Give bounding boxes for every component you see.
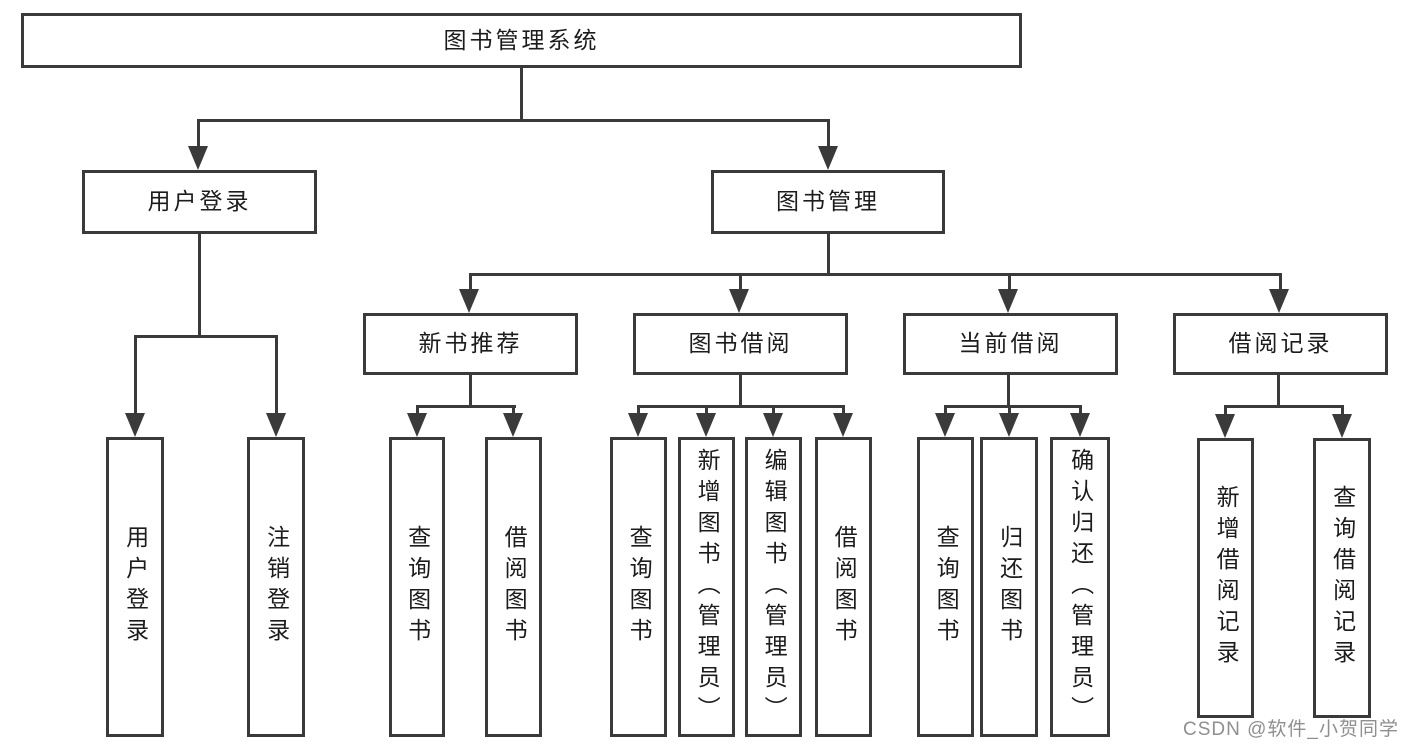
connector-to-current-borrowing bbox=[1008, 273, 1011, 291]
connector-book-mgmt-hline bbox=[469, 273, 1281, 276]
connector-to-new-book bbox=[469, 273, 472, 291]
node-query-borrow-record-leaf: 查询借阅记录 bbox=[1313, 438, 1371, 718]
node-return-books-leaf: 归还图书 bbox=[980, 437, 1038, 737]
node-query-books-newbook-leaf: 查询图书 bbox=[389, 437, 445, 737]
connector-leaf bbox=[944, 405, 947, 415]
arrow-down-icon bbox=[503, 413, 523, 437]
connector-leaf bbox=[512, 405, 515, 415]
connector-to-borrowing-records bbox=[1279, 273, 1282, 291]
connector-new-book-hline bbox=[416, 405, 516, 408]
node-new-book-recommendation: 新书推荐 bbox=[363, 313, 578, 375]
arrow-down-icon bbox=[407, 413, 427, 437]
connector-leaf bbox=[842, 405, 845, 415]
connector-new-book-stem bbox=[469, 375, 472, 405]
arrow-down-icon bbox=[696, 413, 716, 437]
connector-user-login-hline bbox=[134, 335, 278, 338]
arrow-down-icon bbox=[818, 146, 838, 170]
arrow-down-icon bbox=[1215, 414, 1235, 438]
connector-book-borrowing-stem bbox=[739, 375, 742, 405]
connector-leaf bbox=[705, 405, 708, 415]
arrow-down-icon bbox=[628, 413, 648, 437]
arrow-down-icon bbox=[763, 413, 783, 437]
connector-to-logout-leaf bbox=[275, 335, 278, 415]
arrow-down-icon bbox=[459, 289, 479, 313]
node-borrow-books-newbook-leaf: 借阅图书 bbox=[485, 437, 542, 737]
node-user-login: 用户登录 bbox=[82, 170, 317, 234]
node-query-books-current-leaf: 查询图书 bbox=[917, 437, 974, 737]
arrow-down-icon bbox=[1070, 413, 1090, 437]
arrow-down-icon bbox=[833, 413, 853, 437]
connector-leaf bbox=[1008, 405, 1011, 415]
arrow-down-icon bbox=[266, 413, 286, 437]
node-logout-login-leaf: 注销登录 bbox=[247, 437, 305, 737]
connector-leaf bbox=[1341, 405, 1344, 415]
node-user-login-leaf: 用户登录 bbox=[106, 437, 164, 737]
connector-to-login-leaf bbox=[134, 335, 137, 415]
csdn-watermark: CSDN @软件_小贺同学 bbox=[1183, 719, 1399, 740]
connector-root-stem bbox=[520, 68, 523, 120]
connector-records-stem bbox=[1277, 375, 1280, 405]
connector-to-book-management bbox=[827, 119, 830, 149]
arrow-down-icon bbox=[1332, 414, 1352, 438]
arrow-down-icon bbox=[729, 289, 749, 313]
node-borrowing-records: 借阅记录 bbox=[1173, 313, 1388, 375]
node-edit-books-admin-leaf: 编辑图书（管理员） bbox=[745, 437, 802, 737]
connector-book-borrowing-hline bbox=[637, 405, 845, 408]
arrow-down-icon bbox=[125, 413, 145, 437]
connector-user-login-stem bbox=[198, 234, 201, 335]
connector-current-borrowing-hline bbox=[944, 405, 1082, 408]
arrow-down-icon bbox=[999, 413, 1019, 437]
node-add-books-admin-leaf: 新增图书（管理员） bbox=[678, 437, 735, 737]
arrow-down-icon bbox=[935, 413, 955, 437]
node-query-books-borrow-leaf: 查询图书 bbox=[610, 437, 667, 737]
connector-leaf bbox=[1079, 405, 1082, 415]
connector-leaf bbox=[1224, 405, 1227, 415]
connector-level1-hline bbox=[197, 119, 830, 122]
node-borrow-books-leaf: 借阅图书 bbox=[815, 437, 872, 737]
connector-leaf bbox=[772, 405, 775, 415]
node-add-borrow-record-leaf: 新增借阅记录 bbox=[1197, 438, 1254, 718]
connector-leaf bbox=[637, 405, 640, 415]
connector-to-book-borrowing bbox=[739, 273, 742, 291]
arrow-down-icon bbox=[188, 146, 208, 170]
connector-leaf bbox=[416, 405, 419, 415]
node-book-management: 图书管理 bbox=[711, 170, 945, 234]
node-library-system: 图书管理系统 bbox=[21, 13, 1022, 68]
connector-book-mgmt-stem bbox=[827, 233, 830, 273]
connector-records-hline bbox=[1224, 405, 1344, 408]
node-book-borrowing: 图书借阅 bbox=[633, 313, 848, 375]
node-current-borrowing: 当前借阅 bbox=[903, 313, 1118, 375]
arrow-down-icon bbox=[1269, 289, 1289, 313]
node-confirm-return-admin-leaf: 确认归还（管理员） bbox=[1050, 437, 1110, 737]
connector-current-borrowing-stem bbox=[1007, 375, 1010, 405]
arrow-down-icon bbox=[998, 289, 1018, 313]
connector-to-user-login bbox=[197, 119, 200, 149]
